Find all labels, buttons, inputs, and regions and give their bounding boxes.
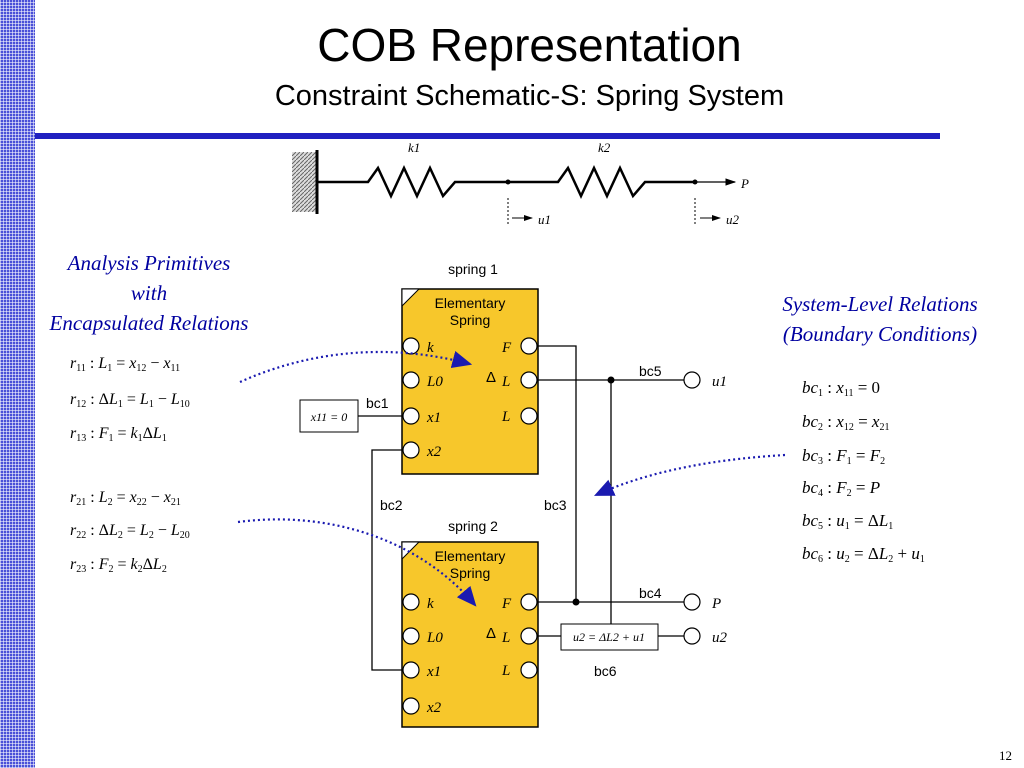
boundary-bc5: bc5 : u1 = ΔL1 <box>802 511 894 532</box>
port-f <box>520 337 538 355</box>
port-x1 <box>402 661 420 679</box>
bc1-constraint-box: x11 = 0 <box>299 399 359 433</box>
relation-r23: r23 : F2 = k2ΔL2 <box>70 556 167 575</box>
port-x1 <box>402 407 420 425</box>
port-label: F <box>501 596 512 612</box>
output-port-u2 <box>683 627 701 645</box>
title-divider <box>35 133 940 139</box>
output-label-u1: u1 <box>712 374 727 390</box>
boundary-bc4: bc4 : F2 = P <box>802 478 881 499</box>
label-k1: k1 <box>408 140 420 155</box>
node-dot <box>505 179 511 185</box>
bc6-label: bc6 <box>594 663 617 679</box>
label-u2: u2 <box>726 212 740 227</box>
port-label: L0 <box>426 374 443 390</box>
port-x2 <box>402 697 420 715</box>
relation-r22: r22 : ΔL2 = L2 − L20 <box>70 522 190 541</box>
block-title-line1: Elementary <box>435 295 506 311</box>
port-label: x2 <box>426 700 442 716</box>
port-f <box>520 593 538 611</box>
port-label: k <box>427 596 434 612</box>
spring-system-sketch: k1 k2 P u1 u2 <box>292 140 749 227</box>
node-dot <box>692 179 698 185</box>
port-label: k <box>427 340 434 356</box>
port-label: L <box>501 630 510 646</box>
wire-bc3 <box>538 345 577 602</box>
spring2-caption: spring 2 <box>448 518 498 534</box>
bc3-label: bc3 <box>544 497 567 513</box>
port-delta-l <box>520 371 538 389</box>
pointer-arrow-spring2 <box>237 518 477 607</box>
heading-line: Analysis Primitives <box>67 251 231 275</box>
block-title-line2: Spring <box>450 312 490 328</box>
port-k <box>402 593 420 611</box>
heading-line: System-Level Relations <box>782 292 978 316</box>
pointer-arrow-spring1 <box>239 350 473 384</box>
relation-r12: r12 : ΔL1 = L1 − L10 <box>70 391 190 410</box>
port-l <box>520 407 538 425</box>
relation-r11: r11 : L1 = x12 − x11 <box>70 355 181 374</box>
boundary-bc1: bc1 : x11 = 0 <box>802 378 881 399</box>
page-number: 12 <box>999 748 1012 763</box>
port-label: x1 <box>426 410 441 426</box>
port-l0 <box>402 627 420 645</box>
label-u1: u1 <box>538 212 551 227</box>
port-x2 <box>402 441 420 459</box>
port-k <box>402 337 420 355</box>
port-label: x1 <box>426 664 441 680</box>
spring1-caption: spring 1 <box>448 261 498 277</box>
block-title-line1: Elementary <box>435 548 506 564</box>
label-k2: k2 <box>598 140 611 155</box>
system-level-heading: System-Level Relations (Boundary Conditi… <box>755 289 1005 349</box>
svg-text:x11 = 0: x11 = 0 <box>310 410 348 424</box>
bc1-label: bc1 <box>366 395 389 411</box>
port-label: F <box>501 340 512 356</box>
wire-bc2 <box>371 449 402 671</box>
svg-text:u2 = ΔL2 + u1: u2 = ΔL2 + u1 <box>573 630 645 644</box>
fixed-wall <box>292 152 316 212</box>
block-title-line2: Spring <box>450 565 490 581</box>
port-l0 <box>402 371 420 389</box>
label-load-p: P <box>740 176 749 191</box>
relation-r13: r13 : F1 = k1ΔL1 <box>70 425 167 444</box>
analysis-primitives-heading: Analysis Primitives with Encapsulated Re… <box>20 248 278 338</box>
heading-line: with <box>130 281 168 305</box>
heading-line: (Boundary Conditions) <box>782 322 978 346</box>
port-delta-l <box>520 627 538 645</box>
boundary-bc2: bc2 : x12 = x21 <box>802 412 890 433</box>
slide-subtitle: Constraint Schematic-S: Spring System <box>274 80 785 112</box>
relation-r21: r21 : L2 = x22 − x21 <box>70 489 181 508</box>
spring2-block: Elementary Spring k L0 x1 x2 F Δ L L <box>401 541 539 728</box>
spring-k1 <box>317 165 508 199</box>
output-label-p: P <box>711 596 721 612</box>
port-label: L0 <box>426 630 443 646</box>
pointer-arrow-boundary <box>593 453 786 497</box>
delta-symbol: Δ <box>486 369 496 386</box>
port-label: x2 <box>426 444 442 460</box>
bc2-label: bc2 <box>380 497 403 513</box>
slide-title: COB Representation <box>317 19 742 71</box>
heading-line: Encapsulated Relations <box>49 311 249 335</box>
output-port-u1 <box>683 371 701 389</box>
boundary-bc3: bc3 : F1 = F2 <box>802 446 886 467</box>
delta-symbol: Δ <box>486 625 496 642</box>
spring1-block: Elementary Spring k L0 x1 x2 F Δ L L <box>401 288 539 475</box>
output-label-u2: u2 <box>712 630 728 646</box>
junction-dot <box>607 376 615 384</box>
boundary-bc6: bc6 : u2 = ΔL2 + u1 <box>802 544 925 565</box>
bc4-label: bc4 <box>639 585 662 601</box>
side-pattern-strip <box>0 0 35 768</box>
bc5-label: bc5 <box>639 363 662 379</box>
bc6-constraint-box: u2 = ΔL2 + u1 <box>560 623 659 651</box>
port-label: L <box>501 663 510 679</box>
port-label: L <box>501 374 510 390</box>
junction-dot <box>572 598 580 606</box>
output-port-p <box>683 593 701 611</box>
port-label: L <box>501 409 510 425</box>
port-l <box>520 661 538 679</box>
spring-k2 <box>508 165 695 199</box>
schematic-wiring <box>358 345 684 671</box>
